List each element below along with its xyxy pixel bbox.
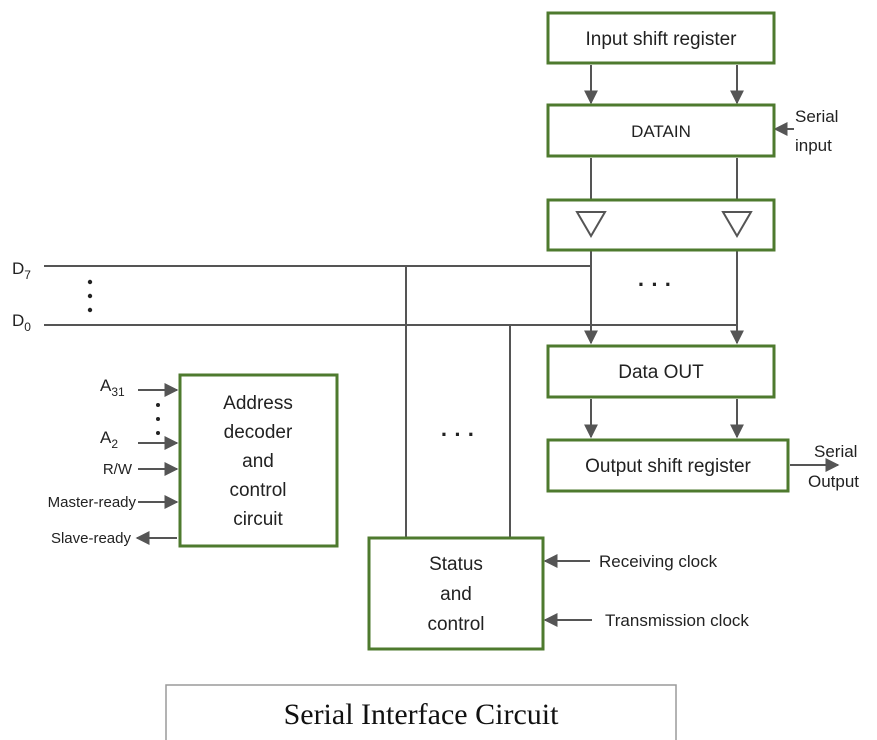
input-shift-register-block: Input shift register xyxy=(546,11,776,65)
dot-bus-2 xyxy=(87,293,93,299)
data-out-block: Data OUT xyxy=(546,344,776,399)
master-ready-label: Master-ready xyxy=(48,494,137,511)
serial-input-label-1: Serial xyxy=(795,107,838,126)
buffer-left-icon xyxy=(575,211,607,238)
serial-output-label-2: Output xyxy=(808,472,859,491)
transmission-clock-label: Transmission clock xyxy=(605,611,749,630)
status-control-block: Status and control xyxy=(367,536,545,651)
address-decoder-block: Address decoder and control circuit xyxy=(178,373,339,548)
address-decoder-line-3: and xyxy=(242,451,274,472)
status-control-line-2: and xyxy=(440,584,472,605)
data-out-label: Data OUT xyxy=(618,362,704,383)
ellipsis-dots xyxy=(87,279,160,435)
output-shift-register-block: Output shift register xyxy=(546,438,790,493)
signal-labels: Serial input Serial Output D7 D0 A31 A2 … xyxy=(12,107,859,630)
datain-label: DATAIN xyxy=(631,122,691,141)
dot-addr-2 xyxy=(156,417,160,421)
address-decoder-line-1: Address xyxy=(223,393,293,414)
rw-label: R/W xyxy=(103,461,133,478)
dot-addr-3 xyxy=(156,431,160,435)
a31-label: A31 xyxy=(100,376,125,399)
d7-label: D7 xyxy=(12,259,31,282)
status-control-line-3: control xyxy=(427,614,484,635)
buffer-right-icon xyxy=(721,211,753,238)
slave-ready-label: Slave-ready xyxy=(51,530,132,547)
dot-addr-1 xyxy=(156,403,160,407)
receiving-clock-label: Receiving clock xyxy=(599,552,718,571)
diagram-caption: Serial Interface Circuit xyxy=(284,698,560,731)
address-decoder-line-5: circuit xyxy=(233,509,283,530)
dot-bus-3 xyxy=(87,307,93,313)
tristate-buffer-block xyxy=(546,198,776,252)
dot-bus-1 xyxy=(87,279,93,285)
status-control-line-1: Status xyxy=(429,554,483,575)
d0-label: D0 xyxy=(12,311,31,334)
a2-label: A2 xyxy=(100,428,118,451)
ellipsis-right: · · · xyxy=(638,272,672,297)
address-decoder-line-2: decoder xyxy=(224,422,293,443)
wires xyxy=(44,65,840,627)
datain-block: DATAIN xyxy=(546,103,776,158)
caption-box: Serial Interface Circuit xyxy=(165,684,677,740)
output-shift-register-label: Output shift register xyxy=(585,456,751,477)
input-shift-register-label: Input shift register xyxy=(585,29,737,50)
address-decoder-line-4: control xyxy=(229,480,286,501)
serial-input-label-2: input xyxy=(795,136,832,155)
serial-output-label-1: Serial xyxy=(814,442,857,461)
ellipsis-middle: · · · xyxy=(441,422,475,447)
